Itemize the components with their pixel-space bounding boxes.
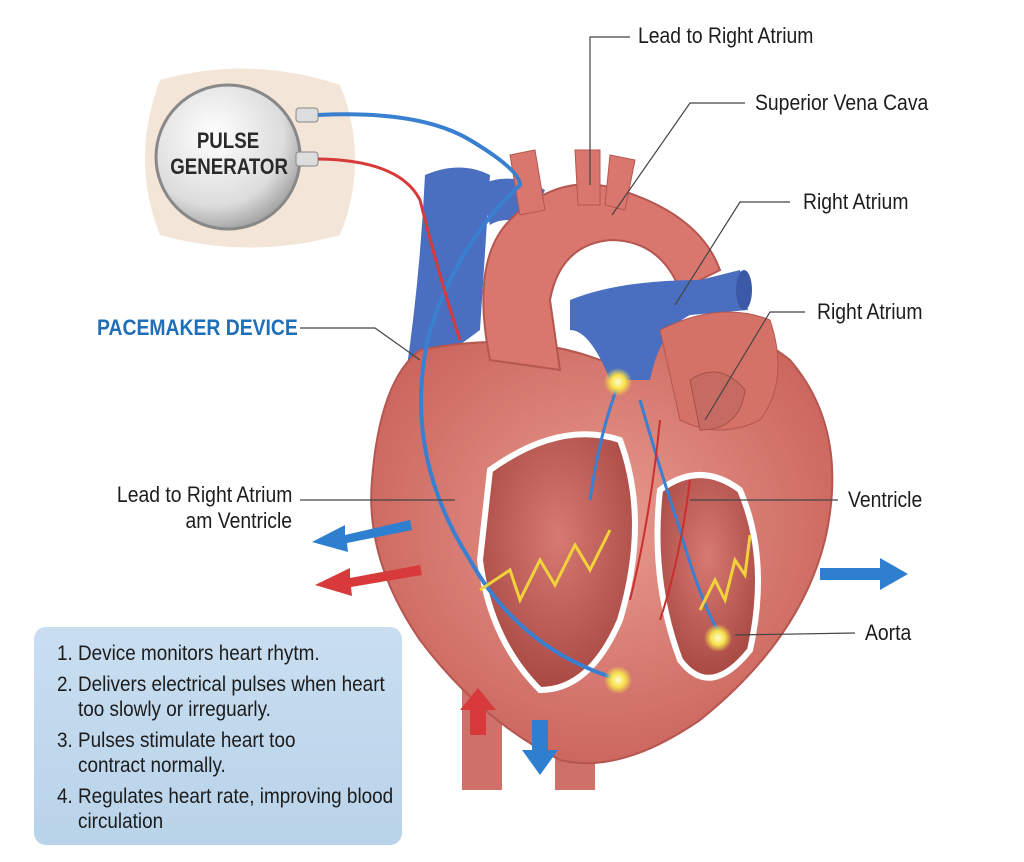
step-item: Regulates heart rate, improving bloodcir… xyxy=(78,784,393,834)
step-item: Delivers electrical pulses when hearttoo… xyxy=(78,672,385,722)
lead-red xyxy=(317,157,462,341)
aorta-arch xyxy=(482,183,722,372)
left-chamber xyxy=(476,431,638,694)
arrow-blue-left xyxy=(312,520,412,552)
label-lead-left-2: am Ventricle xyxy=(185,508,292,533)
label-ventricle: Ventricle xyxy=(848,487,923,512)
generator-label-line1: PULSE xyxy=(196,128,260,153)
label-lead-right-atrium: Lead to Right Atrium xyxy=(638,23,814,48)
leader-lines xyxy=(300,36,856,636)
arrow-blue-right xyxy=(820,558,908,590)
label-aorta: Aorta xyxy=(865,620,912,645)
lead-blue xyxy=(317,112,621,682)
steps-panel: Device monitors heart rhytm. Delivers el… xyxy=(34,627,402,845)
label-superior-vena-cava: Superior Vena Cava xyxy=(755,90,929,115)
pulse-generator-label: PULSE GENERATOR xyxy=(170,128,288,180)
generator-label-line2: GENERATOR xyxy=(170,154,288,179)
arrow-red-left xyxy=(315,565,422,596)
step-item: Device monitors heart rhytm. xyxy=(78,641,370,666)
arrow-red-up xyxy=(460,688,496,735)
label-lead-left-1: Lead to Right Atrium xyxy=(116,482,292,507)
label-right-atrium: Right Atrium xyxy=(803,189,909,214)
label-right-atrium-2: Right Atrium xyxy=(817,299,923,324)
label-pacemaker-device: PACEMAKER DEVICE xyxy=(97,315,298,340)
arrow-blue-down xyxy=(522,720,558,775)
